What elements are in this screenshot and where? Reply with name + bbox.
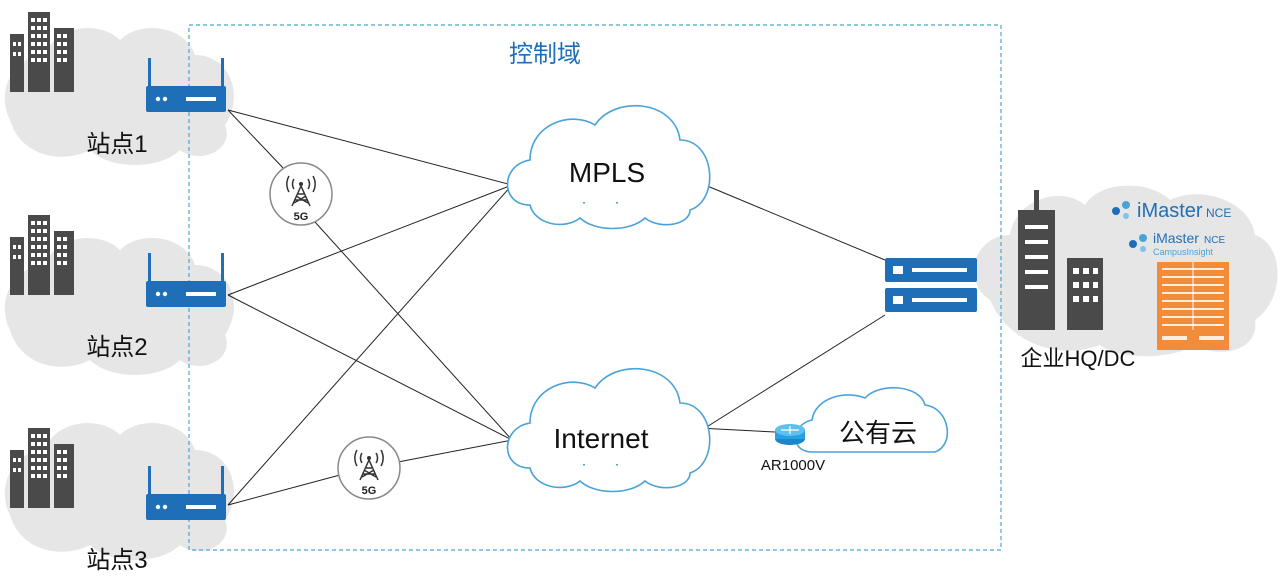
5g-label-2: 5G [362,485,377,497]
internet-cloud [506,367,711,493]
building-icon [10,215,74,295]
mpls-cloud [506,104,711,230]
5g-label-1: 5G [294,211,309,223]
ar1000v-router-icon [775,424,805,445]
ar1000v-label: AR1000V [761,457,825,474]
imaster-campus-sub: CampusInsight [1153,247,1214,257]
site-2-label: 站点2 [86,334,147,361]
internet-label: Internet [554,423,649,454]
server-rack-icon [1157,262,1229,350]
control-domain-label: 控制域 [509,41,581,68]
imaster-nce-brand: iMaster [1137,200,1203,222]
imaster-nce-suffix: NCE [1206,206,1231,220]
imaster-campusinsight-logo-icon [1129,234,1147,252]
public-cloud-label: 公有云 [839,418,917,448]
imaster-campus-suffix: NCE [1204,235,1225,246]
mpls-label: MPLS [569,157,645,188]
building-icon [10,12,74,92]
site-3-label: 站点3 [86,547,147,574]
links [227,109,886,506]
imaster-campus-brand: iMaster [1153,230,1199,246]
hq-building-icon [1018,190,1103,330]
hq-label: 企业HQ/DC [1021,346,1136,371]
imaster-nce-logo-icon [1112,201,1130,219]
hq-gateway-icon [885,258,977,312]
cloud-dots [583,202,618,466]
site-1-label: 站点1 [86,131,147,158]
